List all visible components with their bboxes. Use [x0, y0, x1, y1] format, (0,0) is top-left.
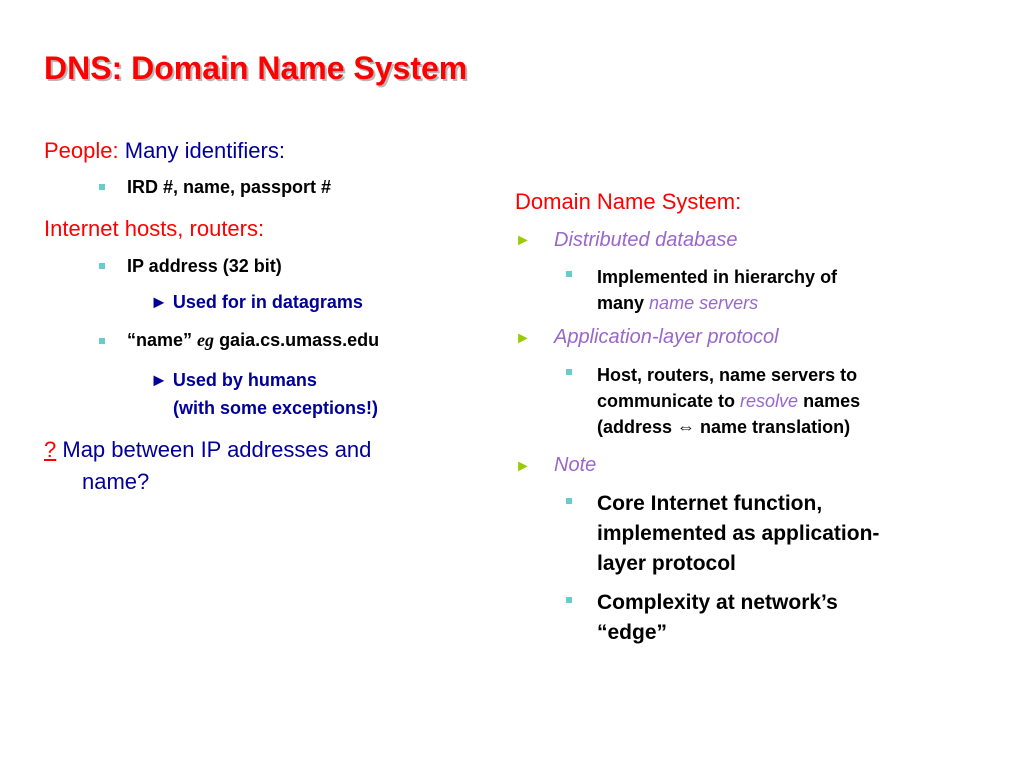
- square-bullet-icon: [99, 184, 105, 190]
- question-item: ? Map between IP addresses and name?: [44, 434, 371, 498]
- ip-item: IP address (32 bit): [127, 256, 282, 276]
- triangle-bullet-icon: ►: [515, 330, 531, 347]
- b2-sub-line2-prefix: communicate to: [597, 391, 736, 411]
- b2-sub-line2-suffix: names: [803, 391, 861, 411]
- triangle-bullet-icon: ►: [515, 458, 531, 475]
- people-label: People:: [44, 138, 119, 163]
- name-item-host: gaia.cs.umass.edu: [219, 330, 380, 350]
- ip-sub-text: Used for in datagrams: [172, 292, 363, 312]
- square-bullet-icon: [99, 338, 105, 344]
- b1-sub-line2-em: name servers: [649, 293, 759, 313]
- b3-text: Note: [554, 454, 597, 476]
- b3-sub2: Complexity at network’s “edge”: [597, 588, 838, 648]
- triangle-bullet-icon: ►: [150, 292, 168, 312]
- b1-text: Distributed database: [554, 229, 738, 251]
- square-bullet-icon: [99, 263, 105, 269]
- square-bullet-icon: [566, 498, 572, 504]
- people-line: People: Many identifiers:: [44, 138, 285, 164]
- b3-sub1-line2: implemented as application-: [597, 522, 880, 545]
- b3-sub2-line2: “edge”: [597, 621, 668, 644]
- question-line2: name?: [82, 469, 150, 494]
- b3-sub2-line1: Complexity at network’s: [597, 591, 838, 614]
- b3-sub1-line3: layer protocol: [597, 552, 736, 575]
- b2-sub-line3: (address ⇔ name translation): [597, 417, 851, 437]
- triangle-bullet-icon: ►: [515, 232, 531, 249]
- question-mark: ?: [44, 437, 57, 462]
- square-bullet-icon: [566, 369, 572, 375]
- b2-sub-line2-em: resolve: [740, 391, 799, 411]
- b2-sub-line1: Host, routers, name servers to: [597, 365, 858, 385]
- name-sub-line2: (with some exceptions!): [173, 398, 379, 418]
- b1-sub: Implemented in hierarchy of many name se…: [597, 264, 837, 316]
- name-item: “name” eg gaia.cs.umass.edu: [127, 330, 379, 351]
- name-sub-line1: Used by humans: [172, 370, 317, 390]
- dns-heading: Domain Name System:: [515, 189, 742, 214]
- ip-sub-item: ► Used for in datagrams: [150, 292, 363, 313]
- b2-text: Application-layer protocol: [554, 326, 779, 348]
- b2-sub: Host, routers, name servers to communica…: [597, 362, 860, 440]
- b3-sub1-line1: Core Internet function,: [597, 492, 823, 515]
- b1-sub-line2-prefix: many: [597, 293, 645, 313]
- name-item-eg: eg: [197, 330, 215, 350]
- b3-sub1: Core Internet function, implemented as a…: [597, 489, 879, 579]
- people-item: IRD #, name, passport #: [127, 177, 332, 197]
- triangle-bullet-icon: ►: [150, 370, 168, 390]
- name-sub-item: ► Used by humans (with some exceptions!): [150, 366, 378, 422]
- b1-sub-line1: Implemented in hierarchy of: [597, 267, 838, 287]
- question-line1: Map between IP addresses and: [62, 437, 372, 462]
- square-bullet-icon: [566, 271, 572, 277]
- people-text: Many identifiers:: [124, 138, 285, 163]
- hosts-heading: Internet hosts, routers:: [44, 216, 265, 241]
- square-bullet-icon: [566, 597, 572, 603]
- slide-title: DNS: Domain Name System: [44, 50, 468, 86]
- name-item-quote: “name”: [127, 330, 193, 350]
